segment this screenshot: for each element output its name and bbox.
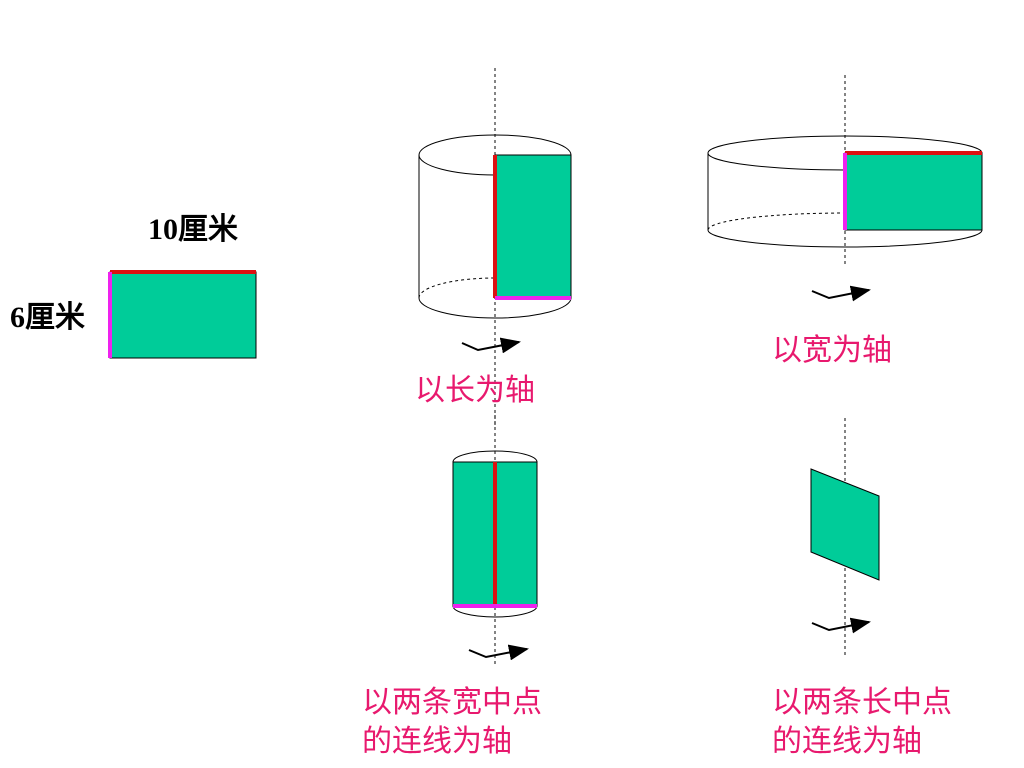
rotation-arrow-icon — [468, 644, 529, 661]
rectangle-face — [844, 152, 983, 231]
cylinder-width-midpoints — [452, 415, 538, 665]
caption-length-midpoints-line1: 以两条长中点 — [772, 685, 952, 720]
rectangle-face — [494, 154, 572, 299]
caption-length-midpoints-line2: 的连线为轴 — [772, 724, 922, 759]
bottom-ellipse-front — [452, 605, 538, 618]
parallelogram-length-midpoints — [810, 418, 880, 658]
rotation-arrow-icon — [811, 617, 871, 634]
caption-width-midpoints-line2: 的连线为轴 — [362, 724, 512, 759]
cylinder-long-axis — [418, 68, 572, 425]
width-label: 6厘米 — [10, 301, 85, 334]
caption-width-midpoints-line1: 以两条宽中点 — [362, 685, 542, 720]
rectangle-face-oblique — [810, 468, 880, 581]
rotation-arrow-icon — [811, 285, 871, 302]
caption-wide-axis: 以宽为轴 — [772, 333, 892, 368]
cylinder-wide-axis — [707, 75, 983, 302]
length-label: 10厘米 — [148, 213, 238, 246]
source-rectangle — [108, 270, 257, 359]
rectangle-face — [109, 271, 257, 359]
rotation-arrow-icon — [461, 337, 521, 354]
bottom-ellipse-front — [707, 229, 983, 248]
caption-long-axis: 以长为轴 — [415, 373, 535, 408]
bottom-ellipse-front — [418, 297, 572, 319]
